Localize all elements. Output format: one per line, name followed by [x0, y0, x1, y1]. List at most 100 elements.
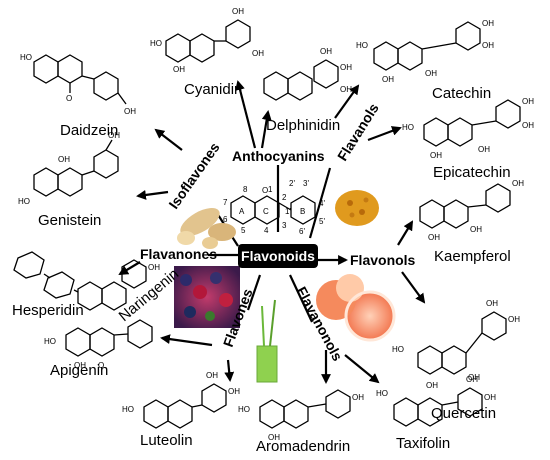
taxifolin-structure: OH OH HO — [376, 375, 496, 427]
arrow-to-hesperidin — [118, 261, 141, 276]
hydroxyl-label: HO — [392, 345, 404, 354]
hydroxyl-label: OH — [468, 373, 480, 382]
apigenin-structure: HO OH O — [44, 319, 153, 370]
berries-image — [174, 266, 240, 328]
hydroxyl-label: OH — [484, 393, 496, 402]
position-5: 5 — [241, 226, 246, 235]
position-2-prime: 2' — [289, 179, 295, 188]
position-8: 8 — [243, 185, 248, 194]
arrow-to-epicatechin — [367, 126, 402, 142]
compound-quercetin-label: Quercetin — [431, 405, 496, 422]
hydroxyl-label: OH — [486, 299, 498, 308]
aromadendrin-structure: OH HO OH — [238, 389, 364, 442]
hydroxyl-label: OH — [508, 315, 520, 324]
flavonoid-core-structure: O A C B 8 7 6 5 4 3 2 1 1' 2' 3' 4' 5' 6… — [223, 179, 325, 236]
arrow-to-luteolin — [224, 359, 235, 382]
compound-hesperidin-label: Hesperidin — [12, 302, 84, 319]
hesperidin-structure: OH — [13, 251, 160, 311]
hub-label: Flavonoids — [241, 248, 315, 264]
hydroxyl-label: OH — [173, 65, 185, 74]
grapefruit-image — [316, 274, 396, 342]
kaempferol-structure: OH OH OH — [419, 179, 524, 242]
hydroxyl-label: OH — [470, 225, 482, 234]
class-isoflavones-label: Isoflavones — [165, 139, 222, 211]
juice-glass-image — [256, 299, 278, 383]
position-3: 3 — [282, 221, 287, 230]
hydroxyl-label: OH — [466, 375, 478, 384]
flavonoids-hub: Flavonoids — [238, 244, 318, 268]
position-2: 2 — [282, 193, 287, 202]
hydroxyl-label: HO — [238, 405, 250, 414]
position-4-prime: 4' — [319, 199, 325, 208]
ring-a-label: A — [239, 207, 245, 216]
hydroxyl-label: OH — [252, 49, 264, 58]
arrow-to-flavanonols — [289, 274, 313, 323]
epicatechin-structure: HO OH OH OH OH — [402, 97, 534, 160]
arrow-to-genistein — [136, 190, 169, 200]
hydroxyl-label: OH — [74, 361, 86, 370]
arrow-to-flavanols — [308, 167, 332, 239]
daidzein-structure: HO O OH — [20, 53, 136, 116]
compound-taxifolin-label: Taxifolin — [396, 435, 450, 452]
hydroxyl-label: HO — [18, 197, 30, 206]
ring-b-label: B — [300, 207, 305, 216]
position-1: 1 — [268, 185, 273, 194]
catechin-structure: HO OH OH OH OH — [356, 19, 494, 84]
compound-epicatechin-label: Epicatechin — [433, 164, 511, 181]
hub-box — [238, 244, 318, 268]
hydroxyl-label: OH — [340, 85, 352, 94]
arrow-to-delphinidin — [260, 110, 272, 149]
hydroxyl-label: HO — [402, 123, 414, 132]
class-anthocyanins-label: Anthocyanins — [232, 148, 325, 164]
delphinidin-structure: OH OH OH — [263, 47, 352, 101]
position-1-prime: 1' — [285, 207, 291, 216]
compound-kaempferol-label: Kaempferol — [434, 248, 511, 265]
arrow-to-daidzein — [154, 128, 183, 151]
hydroxyl-label: OH — [206, 371, 218, 380]
position-4: 4 — [264, 226, 269, 235]
hydroxyl-label: OH — [522, 121, 534, 130]
hydroxyl-label: OH — [108, 131, 120, 140]
arrow-to-catechin — [334, 84, 360, 119]
hydroxyl-label: OH — [425, 69, 437, 78]
hydroxyl-label: OH — [148, 263, 160, 272]
arrow-to-flavones — [246, 274, 262, 311]
compound-aromadendrin-label: Aromadendrin — [256, 438, 350, 455]
hydroxyl-label: OH — [352, 393, 364, 402]
arrow-to-kaempferol — [397, 220, 414, 246]
hydroxyl-label: OH — [428, 233, 440, 242]
compound-cyanidin-label: Cyanidin — [184, 81, 242, 98]
class-flavonols-label: Flavonols — [350, 252, 416, 268]
hydroxyl-label: HO — [356, 41, 368, 50]
hydroxyl-label: OH — [340, 63, 352, 72]
hydroxyl-label: OH — [228, 387, 240, 396]
hydroxyl-label: HO — [44, 337, 56, 346]
hydroxyl-label: OH — [124, 107, 136, 116]
hydroxyl-label: HO — [376, 389, 388, 398]
hydroxyl-label: OH — [522, 97, 534, 106]
arrow-to-cyanidin — [235, 80, 257, 149]
hydroxyl-label: OH — [426, 381, 438, 390]
pollen-image — [335, 190, 379, 226]
arrow-to-quercetin — [401, 271, 426, 304]
hydroxyl-label: OH — [58, 155, 70, 164]
carbonyl-label: O — [66, 94, 72, 103]
arrow-to-apigenin — [160, 334, 213, 347]
compound-delphinidin-label: Delphinidin — [266, 117, 340, 134]
hydroxyl-label: HO — [150, 39, 162, 48]
hydroxyl-label: HO — [20, 53, 32, 62]
hydroxyl-label: OH — [320, 47, 332, 56]
genistein-structure: OH OH HO — [18, 131, 120, 206]
hydroxyl-label: OH — [478, 145, 490, 154]
position-7: 7 — [223, 198, 228, 207]
cyanidin-structure: HO OH OH OH — [150, 7, 264, 74]
hydroxyl-label: OH — [482, 41, 494, 50]
hydroxyl-label: OH — [382, 75, 394, 84]
hydroxyl-label: OH — [430, 151, 442, 160]
position-6-prime: 6' — [299, 227, 305, 236]
arrow-to-taxifolin — [344, 354, 380, 384]
compound-genistein-label: Genistein — [38, 212, 101, 229]
soybeans-image — [177, 208, 236, 249]
